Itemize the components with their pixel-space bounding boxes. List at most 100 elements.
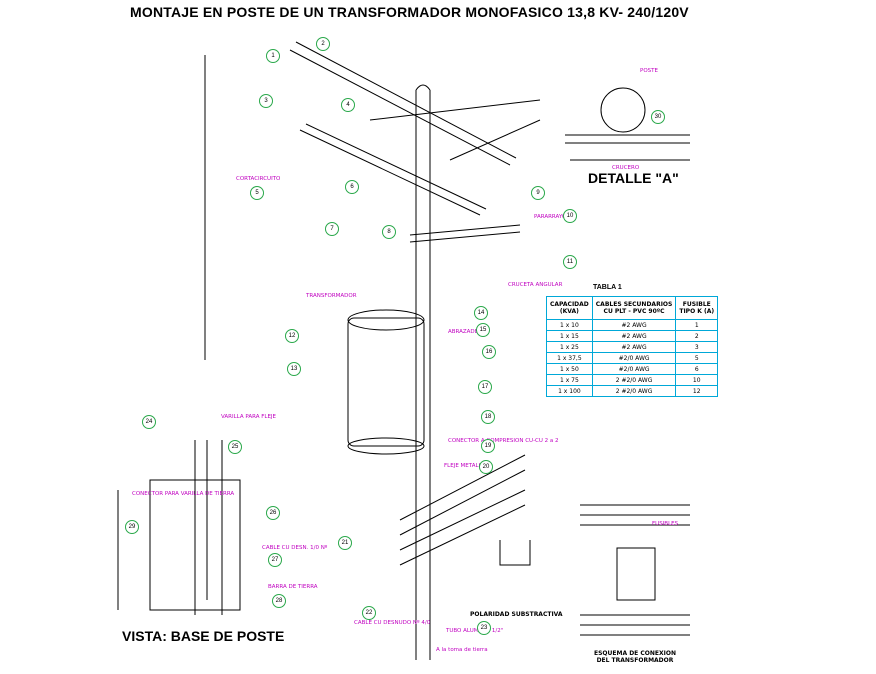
pole bbox=[415, 90, 431, 660]
table-cell: 1 x 75 bbox=[546, 374, 593, 386]
callout-bubble: 10 bbox=[563, 209, 577, 223]
schema-label: ESQUEMA DE CONEXION DEL TRANSFORMADOR bbox=[594, 650, 676, 664]
crossarm-upper bbox=[289, 41, 517, 166]
label-barra-tierra: BARRA DE TIERRA bbox=[268, 584, 318, 590]
transformer-top bbox=[347, 309, 425, 331]
callout-bubble: 30 bbox=[651, 110, 665, 124]
schema-transformer bbox=[616, 547, 656, 601]
table-cell: 2 #2/0 AWG bbox=[591, 374, 677, 386]
drawing-title: MONTAJE EN POSTE DE UN TRANSFORMADOR MON… bbox=[130, 4, 689, 20]
label-crucero: CRUCERO bbox=[612, 165, 640, 171]
label-transformador: TRANSFORMADOR bbox=[306, 293, 357, 299]
callout-bubble: 22 bbox=[362, 606, 376, 620]
label-abrazadera: ABRAZADERA bbox=[448, 329, 486, 335]
table-cell: 5 bbox=[675, 352, 719, 364]
callout-bubble: 26 bbox=[266, 506, 280, 520]
callout-bubble: 20 bbox=[479, 460, 493, 474]
table-cell: 1 x 15 bbox=[546, 330, 593, 342]
label-conector: CONECTOR A COMPRESION CU-CU 2 a 2 bbox=[448, 438, 559, 444]
crossarm-lower bbox=[369, 99, 541, 161]
polarity-label: POLARIDAD SUBSTRACTIVA bbox=[470, 611, 563, 618]
brace bbox=[299, 123, 487, 216]
transformer-body bbox=[347, 317, 425, 447]
callout-bubble: 2 bbox=[316, 37, 330, 51]
schema-secondary bbox=[580, 614, 690, 636]
detail-crossarm bbox=[565, 134, 690, 144]
label-fusibles: FUSIBLES bbox=[652, 521, 679, 527]
table-cell: #2 AWG bbox=[591, 341, 677, 353]
callout-bubble: 21 bbox=[338, 536, 352, 550]
table-header: FUSIBLE TIPO K (A) bbox=[675, 296, 719, 320]
callout-bubble: 13 bbox=[287, 362, 301, 376]
label-tubo: TUBO ALUMINIO 1/2" bbox=[446, 628, 504, 634]
schema-lines bbox=[580, 504, 690, 526]
table-cell: 1 x 50 bbox=[546, 363, 593, 375]
callout-bubble: 25 bbox=[228, 440, 242, 454]
transformer-bottom bbox=[347, 437, 425, 455]
callout-bubble: 6 bbox=[345, 180, 359, 194]
callout-bubble: 14 bbox=[474, 306, 488, 320]
table-cell: 6 bbox=[675, 363, 719, 375]
callout-bubble: 16 bbox=[482, 345, 496, 359]
base-view-label: VISTA: BASE DE POSTE bbox=[122, 628, 285, 644]
callout-bubble: 5 bbox=[250, 186, 264, 200]
label-toma: A la toma de tierra bbox=[436, 647, 488, 653]
detail-pole bbox=[600, 87, 646, 133]
label-angular: CRUCETA ANGULAR bbox=[508, 282, 563, 288]
label-conector-varilla: CONECTOR PARA VARILLA DE TIERRA bbox=[132, 491, 235, 497]
polarity-box bbox=[499, 540, 531, 566]
callout-bubble: 29 bbox=[125, 520, 139, 534]
callout-bubble: 9 bbox=[531, 186, 545, 200]
table-cell: #2/0 AWG bbox=[591, 352, 677, 364]
secondary-lines bbox=[399, 454, 526, 566]
callout-bubble: 11 bbox=[563, 255, 577, 269]
capacity-table: CAPACIDAD (KVA) CABLES SECUNDARIOS CU PL… bbox=[546, 296, 719, 397]
table-cell: 1 x 100 bbox=[546, 385, 593, 397]
label-poste: POSTE bbox=[640, 68, 658, 74]
callout-bubble: 4 bbox=[341, 98, 355, 112]
table-title: TABLA 1 bbox=[593, 284, 622, 291]
callout-bubble: 28 bbox=[272, 594, 286, 608]
table-cell: #2 AWG bbox=[591, 330, 677, 342]
table-cell: #2 AWG bbox=[591, 319, 677, 331]
table-cell: 1 x 37,5 bbox=[546, 352, 593, 364]
callout-bubble: 1 bbox=[266, 49, 280, 63]
label-fleje: FLEJE METALICO bbox=[444, 463, 489, 469]
table-header: CABLES SECUNDARIOS CU PLT - PVC 90ºC bbox=[591, 296, 677, 320]
callout-bubble: 17 bbox=[478, 380, 492, 394]
callout-bubble: 24 bbox=[142, 415, 156, 429]
table-cell: 10 bbox=[675, 374, 719, 386]
table-cell: 1 x 10 bbox=[546, 319, 593, 331]
pole-top bbox=[415, 84, 431, 91]
label-varilla: VARILLA PARA FLEJE bbox=[221, 414, 277, 420]
callout-bubble: 18 bbox=[481, 410, 495, 424]
base-pole bbox=[194, 440, 223, 615]
label-cortacircuito: CORTACIRCUITO bbox=[236, 176, 281, 182]
table-cell: 2 bbox=[675, 330, 719, 342]
table-cell: 3 bbox=[675, 341, 719, 353]
table-cell: #2/0 AWG bbox=[591, 363, 677, 375]
table-header: CAPACIDAD (KVA) bbox=[546, 296, 593, 320]
label-pararrayos: PARARRAYOS bbox=[534, 214, 570, 220]
callout-bubble: 7 bbox=[325, 222, 339, 236]
table-cell: 2 #2/0 AWG bbox=[591, 385, 677, 397]
table-cell: 12 bbox=[675, 385, 719, 397]
detail-a-label: DETALLE "A" bbox=[588, 170, 679, 186]
callout-bubble: 19 bbox=[481, 439, 495, 453]
callout-bubble: 3 bbox=[259, 94, 273, 108]
table-cell: 1 bbox=[675, 319, 719, 331]
callout-bubble: 8 bbox=[382, 225, 396, 239]
callout-bubble: 23 bbox=[477, 621, 491, 635]
callout-bubble: 12 bbox=[285, 329, 299, 343]
table-cell: 1 x 25 bbox=[546, 341, 593, 353]
label-cable-cu: CABLE CU DESN. 1/0 Nº bbox=[262, 545, 328, 551]
callout-bubble: 15 bbox=[476, 323, 490, 337]
